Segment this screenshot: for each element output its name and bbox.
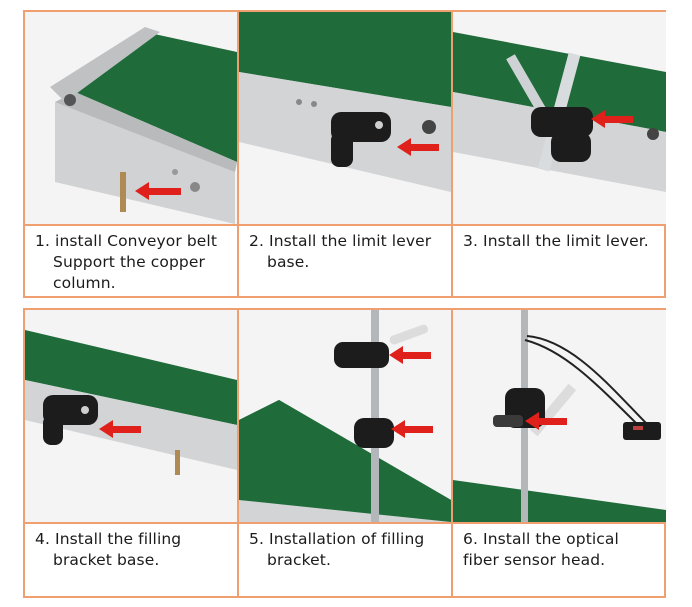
step-number: 5.	[249, 530, 264, 548]
step-4-caption: 4. Install the filling bracket base.	[25, 524, 237, 571]
caption-line: Install the optical	[483, 530, 619, 548]
caption-line: base.	[267, 253, 310, 271]
caption-line: fiber sensor head.	[463, 551, 606, 569]
red-arrow-icon	[99, 420, 141, 438]
step-2-panel: 2. Install the limit lever base.	[239, 12, 453, 296]
clamp-icon	[334, 342, 394, 448]
step-3-caption: 3. Install the limit lever.	[453, 226, 666, 252]
step-4-photo	[25, 310, 237, 524]
step-3-photo	[453, 12, 666, 226]
red-arrow-icon	[391, 420, 433, 438]
caption-line: column.	[53, 274, 116, 292]
step-6-caption: 6. Install the optical fiber sensor head…	[453, 524, 666, 571]
step-6-panel: 6. Install the optical fiber sensor head…	[453, 310, 666, 596]
caption-line: Support the copper	[53, 253, 205, 271]
step-1-caption: 1. install Conveyor belt Support the cop…	[25, 226, 237, 294]
sensor-amplifier-icon	[623, 422, 661, 440]
step-number: 3.	[463, 232, 478, 250]
caption-line: bracket base.	[53, 551, 160, 569]
red-arrow-icon	[389, 346, 431, 364]
clamp-base-icon	[43, 395, 98, 445]
clamp-base-icon	[331, 112, 391, 167]
caption-line: Install the filling	[55, 530, 182, 548]
step-4-panel: 4. Install the filling bracket base.	[25, 310, 239, 596]
caption-line: bracket.	[267, 551, 331, 569]
steps-row-bottom: 4. Install the filling bracket base.	[23, 308, 666, 598]
red-arrow-icon	[135, 182, 181, 200]
step-1-panel: 1. install Conveyor belt Support the cop…	[25, 12, 239, 296]
step-2-caption: 2. Install the limit lever base.	[239, 226, 451, 273]
red-arrow-icon	[591, 110, 633, 128]
step-2-photo	[239, 12, 451, 226]
caption-line: install Conveyor belt	[55, 232, 218, 250]
step-6-photo	[453, 310, 666, 524]
step-1-photo	[25, 12, 237, 226]
step-5-panel: 5. Installation of filling bracket.	[239, 310, 453, 596]
step-3-panel: 3. Install the limit lever.	[453, 12, 666, 296]
red-arrow-icon	[397, 138, 439, 156]
step-number: 1.	[35, 232, 50, 250]
step-5-caption: 5. Installation of filling bracket.	[239, 524, 451, 571]
clamp-icon	[531, 107, 593, 162]
step-5-photo	[239, 310, 451, 524]
step-number: 4.	[35, 530, 50, 548]
red-arrow-icon	[525, 412, 567, 430]
caption-line: Install the limit lever	[269, 232, 432, 250]
step-number: 6.	[463, 530, 478, 548]
caption-line: Installation of filling	[269, 530, 425, 548]
steps-row-top: 1. install Conveyor belt Support the cop…	[23, 10, 666, 298]
step-number: 2.	[249, 232, 264, 250]
caption-line: Install the limit lever.	[483, 232, 649, 250]
